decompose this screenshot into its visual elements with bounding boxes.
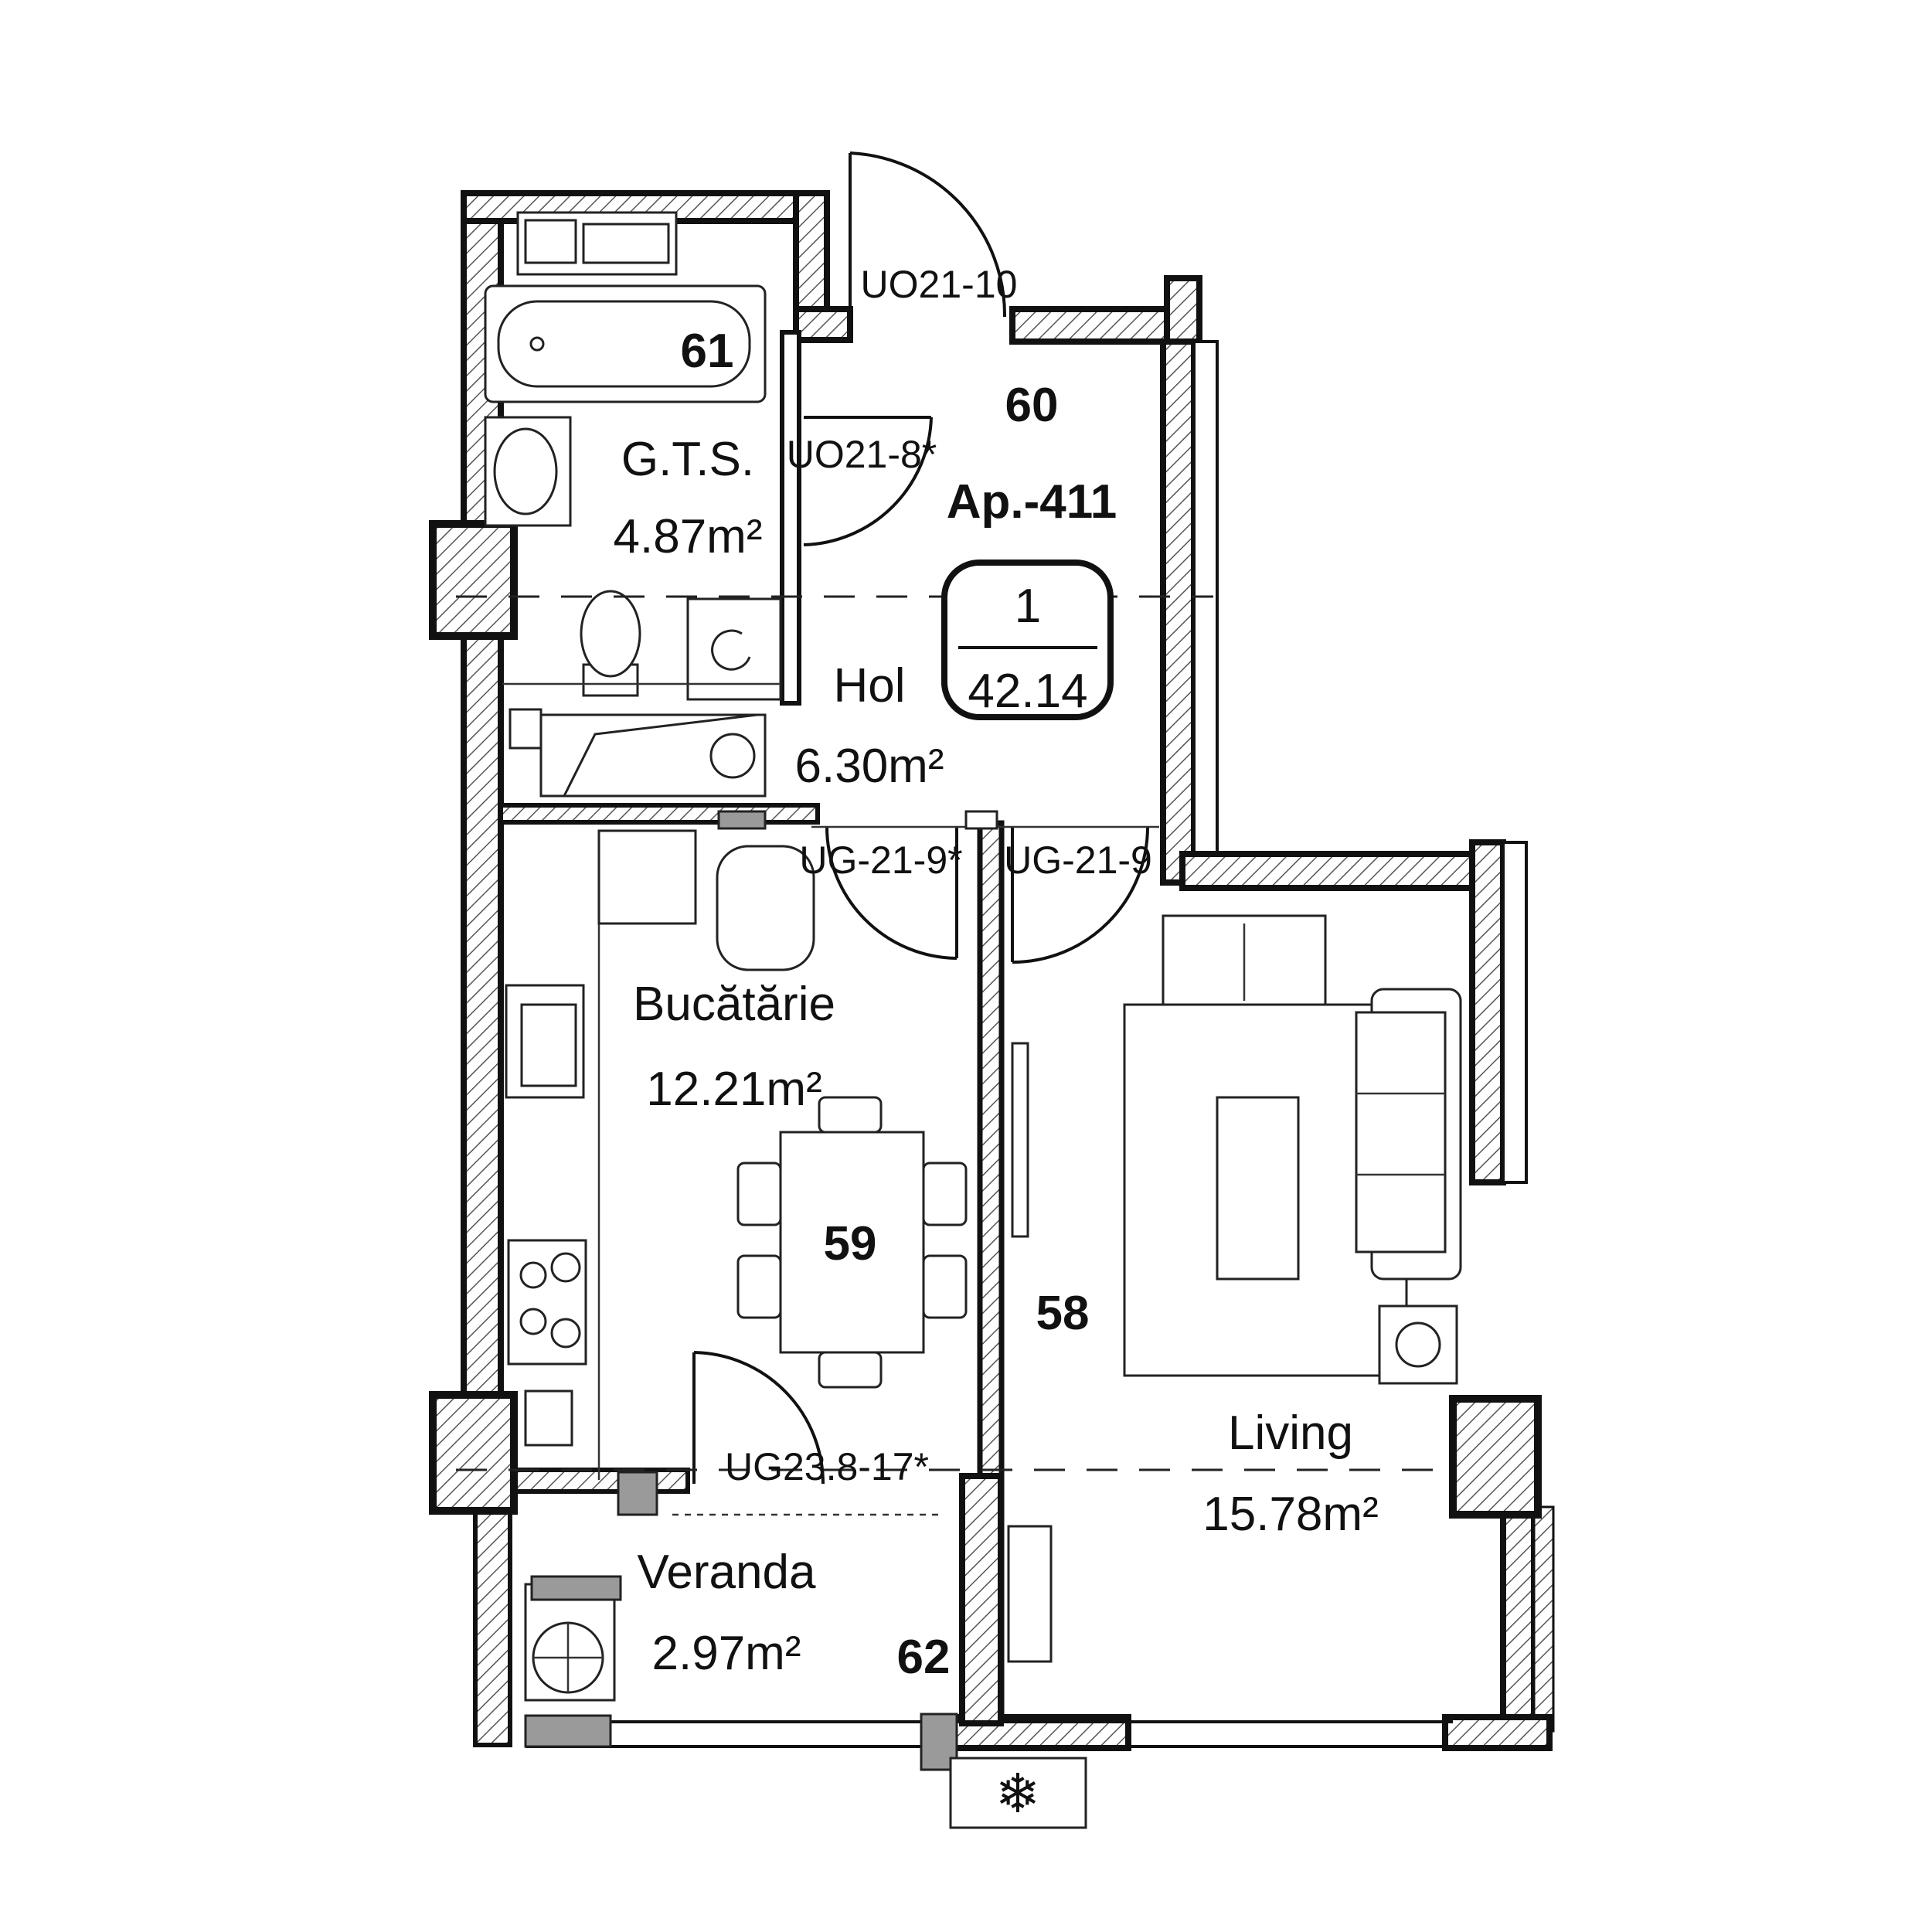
door-living[interactable] [1011,826,1149,964]
room-area-bucatarie: 12.21m² [646,1063,821,1116]
room-name-hol: Hol [833,659,905,713]
radiator [1007,1525,1053,1663]
wall-living-right-upper [1469,839,1506,1185]
column-left-lower [429,1391,518,1515]
room-area-hol: 6.30m² [795,740,944,793]
ac-unit: ❄ [949,1757,1087,1829]
coffee-table [1216,1096,1300,1281]
door-code-living: UG-21-9 [1004,838,1152,882]
wall-living-right-outer [1502,841,1528,1184]
badge-rooms: 1 [1015,580,1041,633]
wall-living-right-lower [1500,1504,1537,1734]
room-name-veranda: Veranda [638,1546,817,1599]
column-right [1449,1395,1542,1519]
apartment-badge [941,560,1114,720]
door-kitchen[interactable] [825,826,958,960]
living-furniture [1007,914,1462,1663]
room-area-gts: 4.87m² [614,510,763,563]
snowflake-icon: ❄ [995,1764,1041,1824]
room-area-veranda: 2.97m² [652,1627,801,1680]
badge-area: 42.14 [968,665,1087,718]
door-veranda[interactable] [692,1351,825,1485]
walls [429,190,1555,1771]
wall-bathroom-corner [793,306,853,343]
door-code-veranda: UG23.8-17* [725,1445,929,1488]
room-number-bucatarie: 59 [824,1217,877,1270]
kitchen-fixtures [505,708,968,1516]
wall-living-top [1179,851,1483,891]
room-number-veranda: 62 [897,1631,951,1684]
door-bathroom[interactable] [803,416,933,546]
room-number-gts: 61 [681,325,734,378]
wall-hall-right [1160,338,1197,886]
veranda-fixtures [524,1513,939,1702]
wall-left-lower [473,1476,512,1747]
room-name-gts: G.T.S. [621,433,754,486]
wall-bottom-living-right [1442,1714,1553,1751]
fridge [716,845,815,971]
wall-hall-right-outer [1192,340,1219,869]
dining-table [779,1131,925,1354]
wall-hall-top-cap [1164,275,1202,345]
wall-bathroom-hall [780,330,801,706]
apartment-label: Ap.-411 [947,475,1117,529]
wall-living-right-cladding [1532,1505,1555,1733]
column-left-upper [429,520,518,640]
bathroom-fixtures [484,211,782,701]
room-name-living: Living [1228,1406,1353,1460]
room-number-hol: 60 [1005,379,1059,432]
doors [692,151,1159,1485]
room-name-bucatarie: Bucătărie [633,978,835,1031]
labels: 61 G.T.S. 4.87m² UO21-10 60 UO21-8* Ap.-… [614,263,1379,1684]
wall-bath-kitchen [498,803,820,825]
tv-unit [1011,1042,1029,1238]
door-entrance[interactable] [849,151,1007,318]
door-code-entrance: UO21-10 [861,263,1018,306]
door-code-kitchen: UG-21-9* [799,838,962,882]
room-area-living: 15.78m² [1202,1488,1378,1541]
room-number-living: 58 [1036,1287,1090,1340]
door-code-bathroom: UO21-8* [787,433,937,476]
wall-veranda-right [959,1473,1004,1726]
